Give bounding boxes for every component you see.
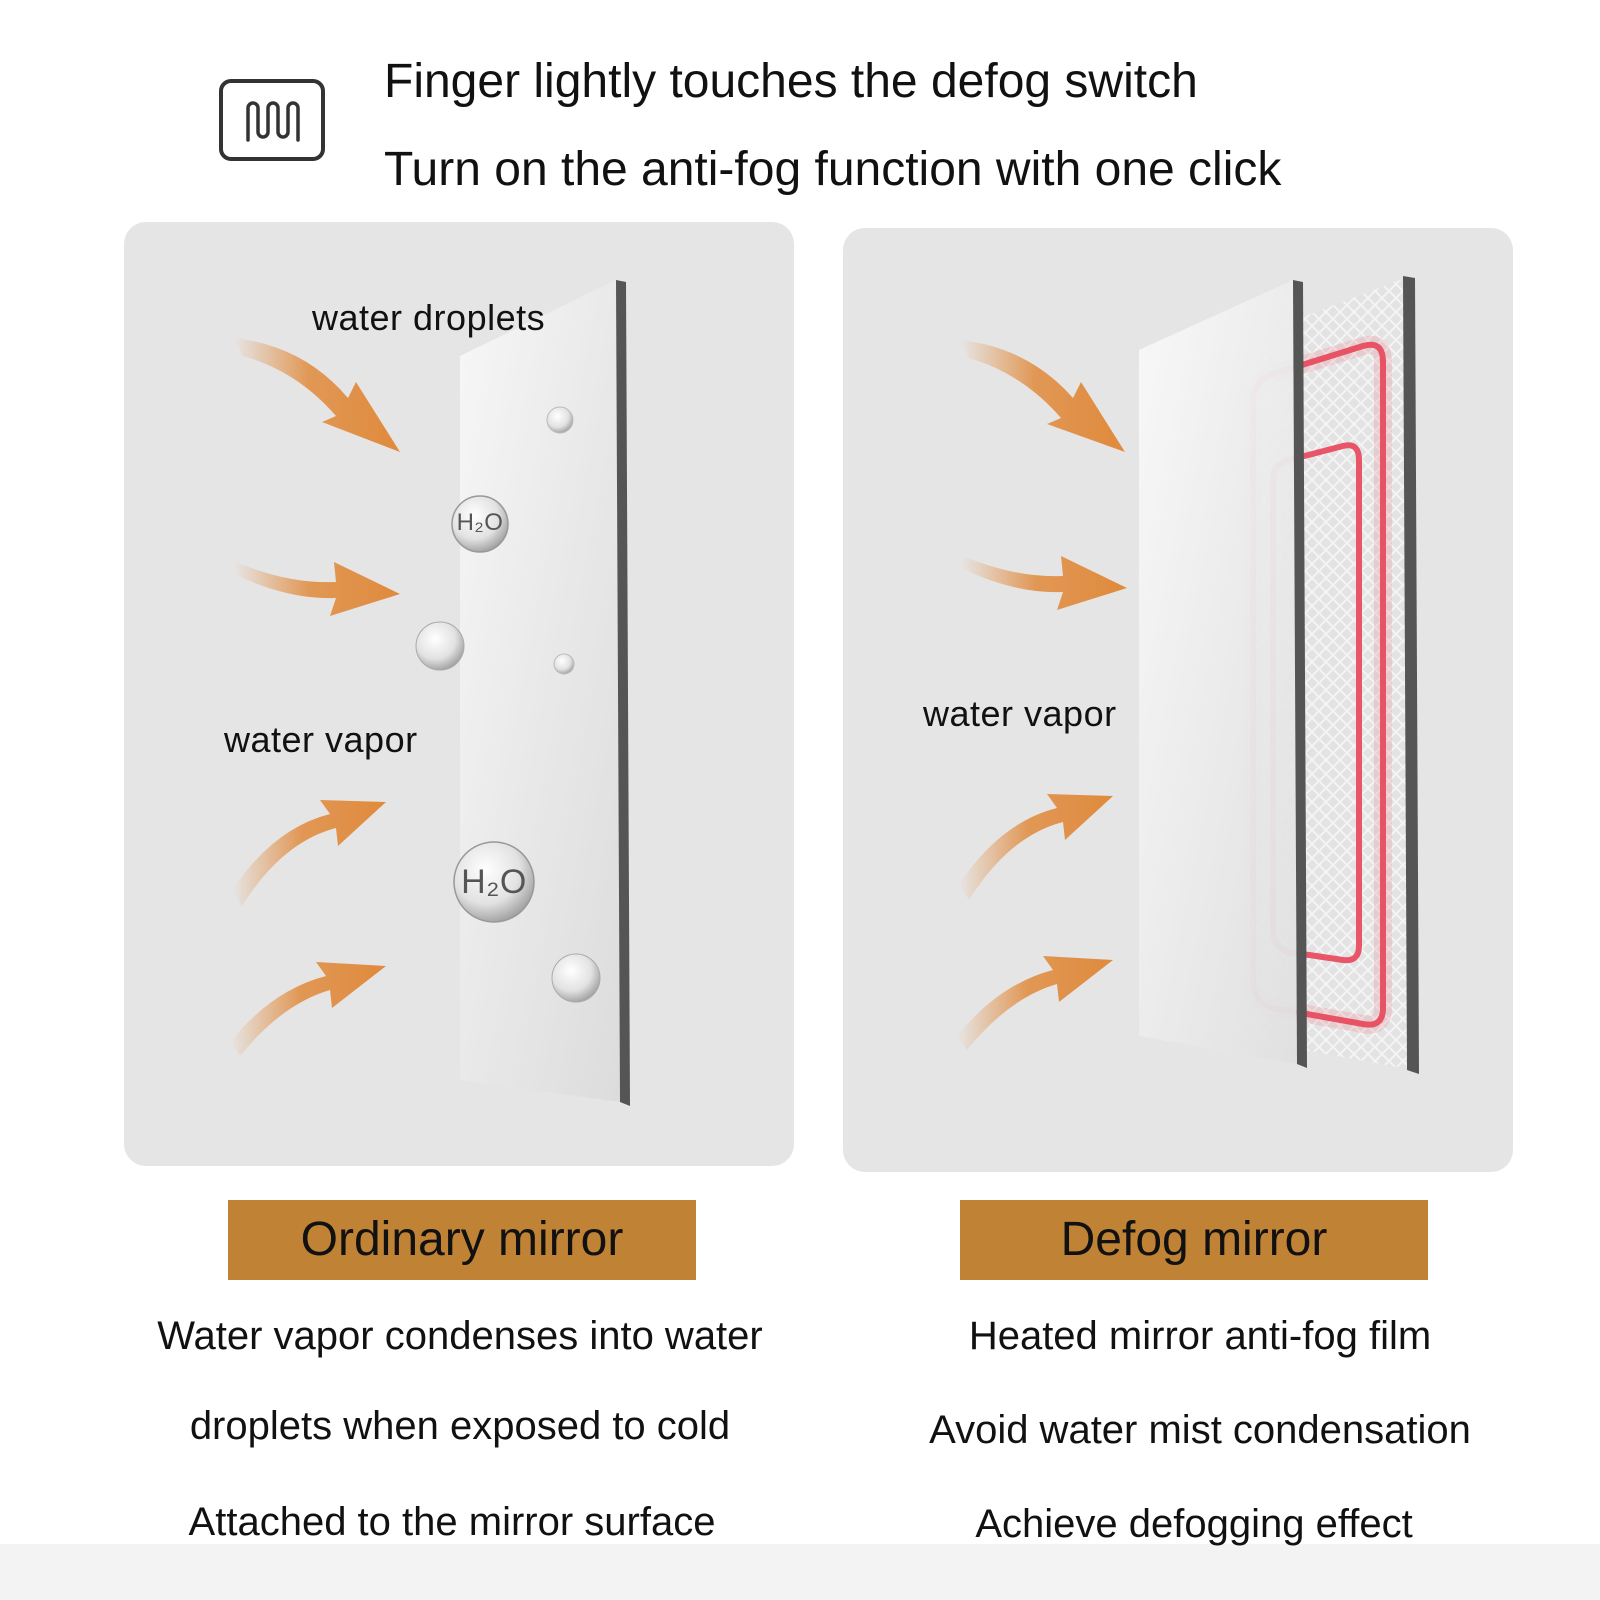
- vapor-arrow: [230, 962, 386, 1056]
- vapor-arrow: [961, 556, 1127, 610]
- ordinary-mirror-illustration: [230, 280, 630, 1106]
- vapor-arrow: [961, 340, 1125, 452]
- defog-switch-icon: [218, 78, 326, 162]
- vapor-arrow: [957, 956, 1113, 1050]
- water-droplet: [553, 653, 575, 675]
- mirror-edge: [1293, 280, 1307, 1068]
- vapor-arrow: [234, 562, 400, 616]
- water-droplet: [546, 406, 574, 434]
- water-vapor-label: water vapor: [224, 719, 418, 760]
- vapor-arrows: [230, 338, 400, 1056]
- ordinary-desc-line-2: droplets when exposed to cold: [189, 1404, 731, 1448]
- film-edge: [1403, 276, 1419, 1074]
- h2o-label-small: H₂O: [456, 509, 504, 536]
- defog-desc-line-1: Heated mirror anti-fog film: [968, 1314, 1432, 1358]
- defog-desc-line-2: Avoid water mist condensation: [929, 1408, 1471, 1452]
- mirror-edge: [616, 280, 630, 1106]
- vapor-arrows: [957, 340, 1127, 1050]
- headline-line-1: Finger lightly touches the defog switch: [384, 55, 1198, 108]
- ordinary-mirror-tag: Ordinary mirror: [228, 1200, 696, 1280]
- ordinary-desc-line-3: Attached to the mirror surface: [188, 1500, 716, 1544]
- bottom-strip: [0, 1544, 1600, 1600]
- h2o-label-large: H₂O: [461, 863, 527, 901]
- water-droplets: [415, 406, 601, 1003]
- water-vapor-label: water vapor: [923, 693, 1117, 734]
- h2o-molecule: [451, 495, 509, 553]
- water-droplet: [551, 953, 601, 1003]
- vapor-arrow: [232, 800, 386, 906]
- defog-mirror-panel: water vapor: [843, 228, 1513, 1172]
- mirror-glass: [1139, 280, 1297, 1064]
- ordinary-desc-line-1: Water vapor condenses into water: [157, 1314, 763, 1358]
- defog-mirror-tag: Defog mirror: [960, 1200, 1428, 1280]
- defog-mirror-illustration: [957, 276, 1419, 1074]
- headline-line-2: Turn on the anti-fog function with one c…: [384, 143, 1282, 196]
- vapor-arrow: [234, 338, 400, 452]
- ordinary-mirror-panel: water droplets water vapor H₂O H₂O: [124, 222, 794, 1166]
- heating-coil-icon: [219, 79, 325, 161]
- defog-desc-line-3: Achieve defogging effect: [975, 1502, 1413, 1546]
- h2o-molecule: [453, 841, 535, 923]
- vapor-arrow: [959, 794, 1113, 900]
- water-droplets-label: water droplets: [312, 297, 546, 338]
- water-droplet: [415, 621, 465, 671]
